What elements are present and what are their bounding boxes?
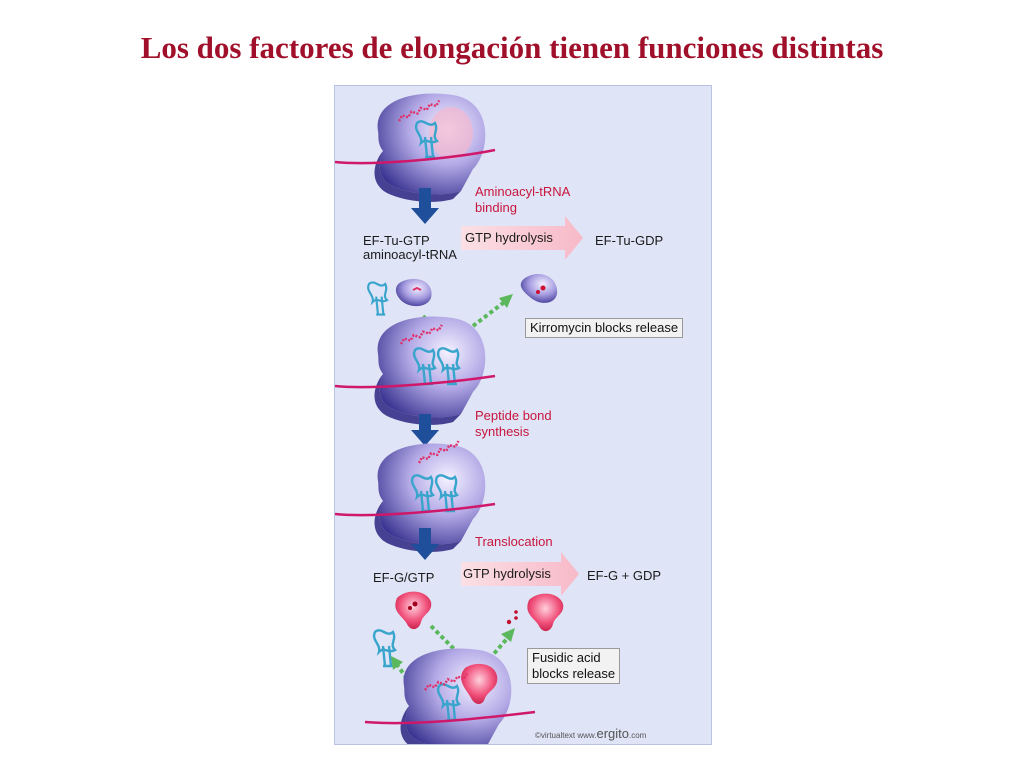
credit-end: .com [629, 731, 647, 740]
page-title: Los dos factores de elongación tienen fu… [140, 30, 884, 65]
label-ef-tu-gtp: EF-Tu-GTP [363, 233, 430, 248]
label-ef-tu-gdp: EF-Tu-GDP [595, 233, 664, 248]
fusidic-acid-box: Fusidic acid blocks release [527, 648, 621, 684]
ribosome-4 [400, 648, 512, 744]
flow-arrow-3 [411, 528, 439, 560]
flow-arrow-1 [411, 188, 439, 224]
label-gtp-hydrolysis-2: GTP hydrolysis [463, 566, 551, 581]
ribosome-2 [374, 316, 486, 425]
ribosome-1 [374, 93, 486, 202]
credit-small: ©virtualtext www. [535, 731, 597, 740]
label-translocation: Translocation [475, 534, 553, 549]
fusidic-line-1: Fusidic acid [532, 650, 601, 665]
ef-g-gtp [395, 591, 432, 630]
elongation-diagram: Aminoacyl-tRNA binding EF-Tu-GTP aminoac… [334, 85, 712, 745]
credit-line: ©virtualtext www.ergito.com [535, 726, 646, 741]
label-aminoacyl-trna: aminoacyl-tRNA [363, 247, 457, 262]
fusidic-line-2: blocks release [532, 666, 616, 681]
ef-g-released [527, 593, 564, 632]
ef-tu-gdp-released [520, 273, 558, 303]
label-gtp-hydrolysis-1: GTP hydrolysis [465, 230, 553, 245]
label-ef-g-gdp: EF-G + GDP [587, 568, 662, 583]
credit-brand: ergito [596, 726, 629, 741]
gtp-arrow-2 [461, 552, 579, 596]
label-aminoacyl-binding-2: binding [475, 200, 517, 215]
flow-arrow-2 [411, 414, 439, 446]
kirromycin-box: Kirromycin blocks release [525, 318, 684, 338]
label-ef-g-gtp: EF-G/GTP [373, 570, 435, 585]
ef-tu-complex [367, 278, 432, 316]
label-peptide-bond-2: synthesis [475, 424, 530, 439]
label-aminoacyl-binding-1: Aminoacyl-tRNA [475, 184, 571, 199]
diagram-artwork [335, 93, 583, 744]
label-peptide-bond-1: Peptide bond [475, 408, 552, 423]
gtp-arrow-1 [461, 216, 583, 260]
